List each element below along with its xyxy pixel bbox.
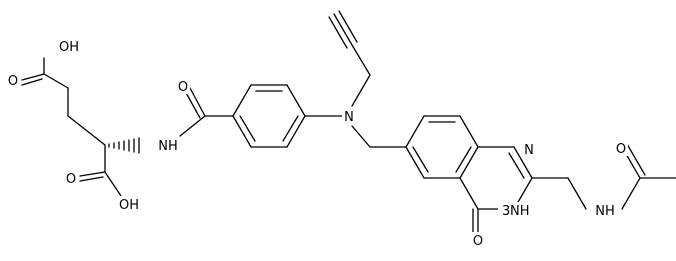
bond-gamma-c-ch2 [43, 73, 69, 89]
bond-triple-2 [338, 10, 358, 43]
bond-qb-6 [405, 146, 425, 179]
bond-qb-4 [459, 146, 479, 179]
label-glu-gamma-o: O [8, 74, 18, 89]
bond-ch2-alpha [67, 115, 106, 146]
label-glu-alpha-o: O [66, 172, 76, 187]
label-acetamide-nh: NH [595, 204, 615, 219]
bond-benz-6 [232, 115, 252, 148]
bond-alpha-c-oh [104, 171, 122, 197]
label-glu-alpha-oh: OH [119, 198, 139, 213]
label-quinazoline-n3-number: 3 [502, 204, 510, 219]
bond-qb-inner-3 [412, 146, 429, 173]
bond-ch2-nh [567, 177, 587, 210]
bond-gamma-c-o-2 [21, 78, 43, 86]
label-glu-gamma-oh: OH [59, 40, 79, 55]
bond-qb-3 [459, 115, 479, 148]
label-amide-o: O [178, 80, 188, 95]
label-quinazolinone-o: O [473, 234, 483, 249]
label-aniline-n: N [344, 110, 354, 125]
label-quinazoline-n3h: NH [510, 204, 530, 219]
atom-labels: OH O O OH NH O N N 3 NH O NH O [8, 40, 626, 249]
bond-triple-1 [333, 13, 353, 46]
bond-qp-2 [513, 146, 533, 179]
bond-nh-acyl [621, 177, 641, 210]
bond-nh-carbonyl [179, 115, 206, 137]
bond-qb-inner-2 [455, 146, 472, 173]
bond-alpha-c-o-1 [79, 171, 106, 177]
bond-carbonyl-o-2 [184, 90, 201, 119]
hashed-stereo-bond [108, 137, 140, 154]
bond-triple-3 [328, 16, 348, 49]
bond-alpha-c-o-2 [79, 176, 104, 182]
bond-n-ch2-propargyl [351, 74, 371, 107]
bond-benz-1 [232, 84, 252, 117]
bond-gamma-c-o-1 [21, 73, 45, 81]
bond-layer [21, 10, 676, 233]
label-masks [6, 38, 628, 248]
bond-benz-inner-3 [239, 115, 256, 142]
label-amide-nh: NH [158, 139, 178, 154]
bond-benz-inner-2 [282, 115, 299, 142]
bond-qb-1 [405, 115, 425, 148]
label-quinazoline-n1: N [524, 143, 534, 158]
bond-ch2-alkyne [351, 44, 371, 76]
bond-benz-4 [286, 115, 306, 148]
bond-qp-2-double [508, 152, 525, 179]
bond-benz-3 [286, 84, 306, 117]
bond-qp-5 [459, 177, 479, 210]
bond-carbonyl-o-1 [189, 87, 206, 117]
bond-n-ch2 [351, 125, 371, 148]
bond-acyl-o-2 [626, 143, 646, 176]
label-acetamide-o: O [616, 142, 626, 157]
